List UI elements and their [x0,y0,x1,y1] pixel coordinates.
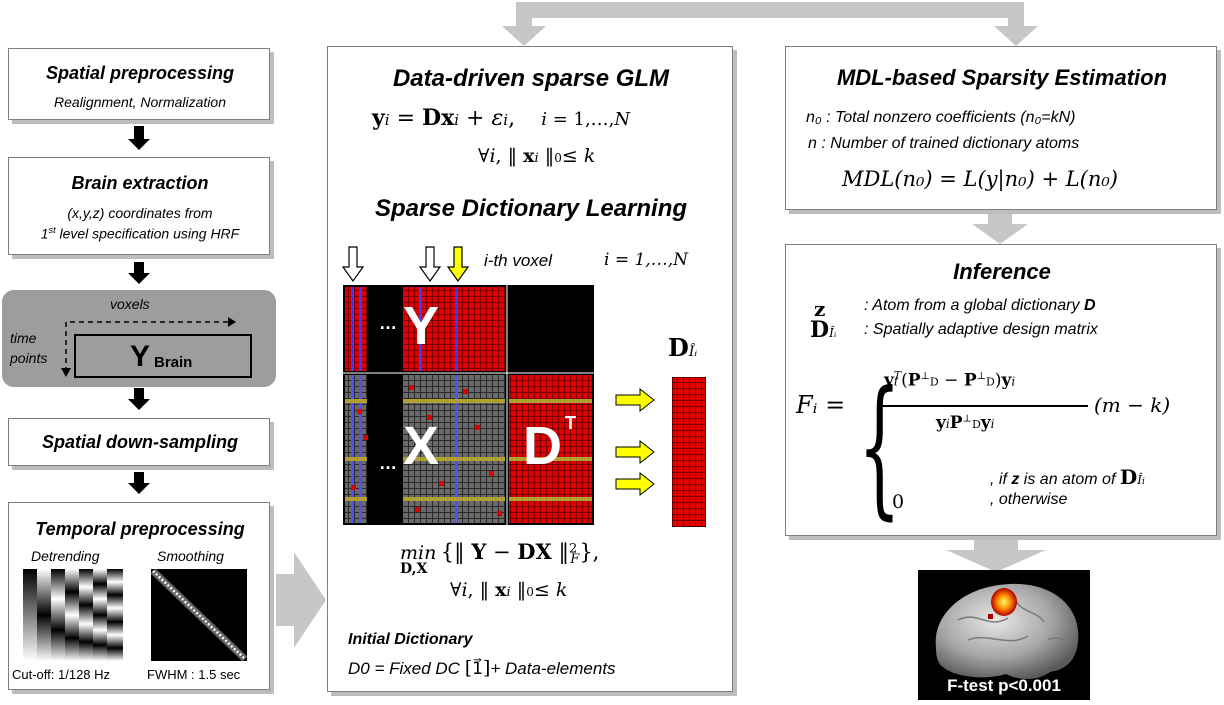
voxels-dashed-arrow [70,317,236,327]
d-hat-column [672,377,706,527]
glm-equation: yi = Dxi + εi, i = 1,…,N [372,105,631,131]
down-arrow-1 [128,139,150,150]
glm-constraint: ∀i, ‖ xi ‖0≤ k [478,145,596,167]
matrix-dots-bottom: … [379,453,397,473]
matrix-T: T [565,413,576,433]
fwhm-label: FWHM : 1.5 sec [147,667,241,682]
matrix-dots-top: … [379,313,397,333]
voxel-range: i = 1,…,N [604,250,688,270]
d-hat-label: DÎᵢ [668,333,697,362]
matrix-X: X [403,416,440,476]
f-numerator: yiT(P⊥D − P⊥D)yi [884,369,1016,391]
inference-box: Inference z : Atom from a global diction… [785,244,1217,536]
mdl-title: MDL-based Sparsity Estimation [836,65,1168,90]
zero-value: 0 [892,491,905,513]
spatial-downsampling-title: Spatial down-sampling [41,432,238,452]
min-word: min [400,542,437,564]
brain-extraction-title: Brain extraction [71,173,209,193]
ith-voxel-label: i-th voxel [484,251,553,270]
inference-title: Inference [953,259,1051,284]
mdl-equation: MDL(n₀) = L(y|n₀) + L(n₀) [842,167,1118,191]
d-hat-sub: Îᵢ [688,344,698,360]
points-label: points [10,350,48,366]
down-arrow-3 [128,399,150,410]
detrending-image [23,569,123,661]
f-lhs: Fᵢ = [796,391,846,419]
piecewise-brace: { [858,360,901,534]
down-arrow-3-stem [134,388,144,400]
spatial-preprocessing-box: Spatial preprocessing Realignment, Norma… [8,48,270,120]
detrending-label: Detrending [31,548,100,564]
temporal-preprocessing-title: Temporal preprocessing [35,519,245,539]
min-constraint: ∀i, ‖ xi ‖0≤ k [450,579,568,601]
condition-atom: , if z is an atom of DÎi [990,465,1145,489]
initial-dictionary-title: Initial Dictionary [348,631,473,648]
fraction-bar [882,405,1088,407]
d-hat-D: D [668,333,689,362]
smoothing-label: Smoothing [157,548,224,564]
d-symbol: DÎᵢ [810,317,837,343]
sparse-glm-panel: Data-driven sparse GLM yi = Dxi + εi, i … [327,46,733,692]
yellow-arrows [615,387,655,497]
min-objective: min {‖ Y − DX ‖2F}, [400,539,600,568]
spatial-preprocessing-title: Spatial preprocessing [45,63,235,83]
voxels-label: voxels [110,296,150,312]
cutoff-label: Cut-off: 1/128 Hz [12,667,111,682]
z-description: : Atom from a global dictionary D [864,297,1096,314]
initial-dictionary-body: D0 = Fixed DC [1⃗]+ Data-elements [348,657,616,679]
mdl-line1: n₀ : Total nonzero coefficients (n₀=kN) [806,109,1076,126]
dictionary-matrix: … Y … X D T [343,285,594,525]
ybrain-matrix: Y Brain [74,334,252,378]
ybrain-subscript: Brain [154,354,193,371]
brain-extraction-line2: 1st level specification using HRF [40,225,240,242]
gray-arrow-inference-to-brain [946,540,1046,572]
d-description: : Spatially adaptive design matrix [864,321,1098,338]
spatial-preprocessing-subtitle: Realignment, Normalization [54,94,226,110]
sparse-glm-title: Data-driven sparse GLM [392,65,670,92]
down-arrow-4-stem [134,472,144,484]
voxel-selector-arrows [342,246,470,283]
matrix-Y: Y [403,296,440,356]
gray-arrow-mdl-to-inference [972,214,1028,244]
down-arrow-2 [128,273,150,284]
matrix-D: D [523,416,562,476]
sparse-dictionary-learning-title: Sparse Dictionary Learning [374,195,688,222]
gray-arrow-to-middle [276,552,326,648]
z-symbol: z [814,297,826,321]
ftest-label: F-test p<0.001 [947,676,1061,695]
f-factor: (m − k) [1094,393,1171,417]
time-label: time [10,330,37,346]
smoothing-image [151,569,247,661]
f-denominator: yiP⊥Dyi [936,413,995,433]
down-arrow-4 [128,483,150,494]
brain-extraction-line1: (x,y,z) coordinates from [67,205,213,221]
down-arrow-1-stem [134,126,144,140]
brain-extraction-box: Brain extraction (x,y,z) coordinates fro… [8,157,270,255]
time-dashed-arrow [61,322,71,377]
temporal-preprocessing-box: Temporal preprocessing Detrending Smooth… [8,502,270,690]
matrix-grid [343,285,594,525]
ybrain-panel: voxels time points Y Brain [2,290,276,387]
brain-render-image: F-test p<0.001 [918,570,1090,700]
brain-shape [935,583,1079,679]
condition-otherwise: , otherwise [990,491,1068,508]
min-subscript: D,X [400,561,428,577]
mdl-box: MDL-based Sparsity Estimation n₀ : Total… [785,46,1217,210]
mdl-line2: n : Number of trained dictionary atoms [808,135,1080,152]
top-connector-arrow [502,2,1038,46]
spatial-downsampling-box: Spatial down-sampling [8,418,270,466]
ybrain-Y: Y [130,340,151,373]
down-arrow-2-stem [134,262,144,274]
